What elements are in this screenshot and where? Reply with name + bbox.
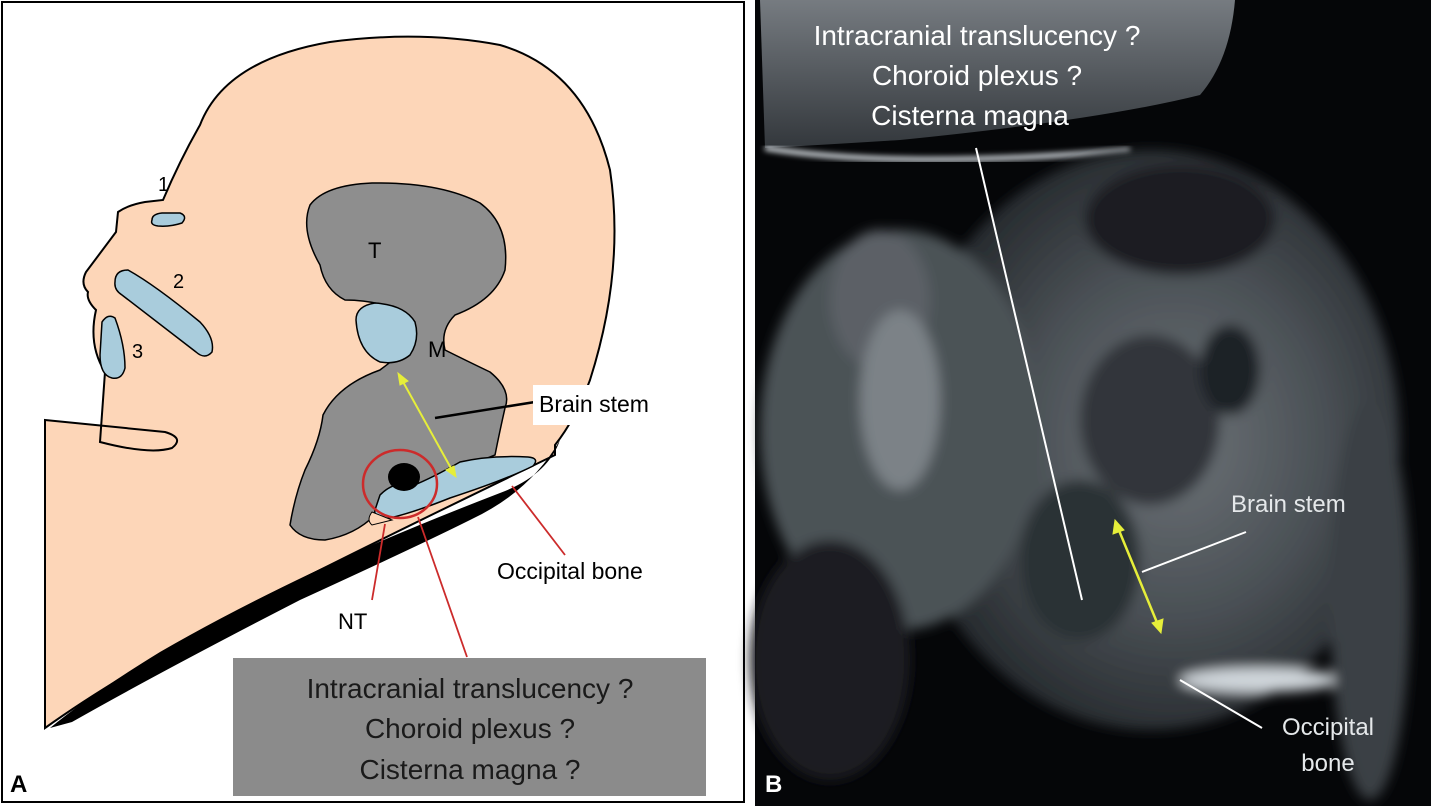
question-box xyxy=(233,658,706,796)
ultrasound-fetal-head xyxy=(750,150,1410,800)
ultrasound-bright-line xyxy=(764,145,1131,162)
ultrasound-upper-band xyxy=(760,0,1235,148)
intracranial-translucency-dot xyxy=(388,463,420,491)
us-question-line-3: Cisterna magna xyxy=(871,100,1069,131)
panel-a: 1 2 3 T M Brain stem Occipital bone NT I… xyxy=(1,1,745,803)
mandible-shape xyxy=(99,315,126,380)
question-line-1: Intracranial translucency ? xyxy=(307,673,634,704)
brain-stem-label: Brain stem xyxy=(539,391,649,417)
brain-stem-leader xyxy=(434,400,536,420)
nt-leader xyxy=(371,523,386,601)
nasal-bone-shape xyxy=(150,212,186,227)
label-3: 3 xyxy=(132,341,143,363)
us-brain-stem-label: Brain stem xyxy=(1231,491,1346,518)
question-line-2: Choroid plexus ? xyxy=(365,713,575,744)
ultrasound-occipital-leader xyxy=(1179,679,1263,729)
us-question-line-2: Choroid plexus ? xyxy=(872,60,1082,91)
label-t: T xyxy=(368,238,381,263)
label-1: 1 xyxy=(158,174,169,196)
nt-label: NT xyxy=(338,609,367,634)
occipital-bone-label: Occipital bone xyxy=(497,558,643,584)
question-leader xyxy=(417,516,468,658)
label-2: 2 xyxy=(173,271,184,293)
occipital-leader xyxy=(511,485,566,556)
us-occipital-label-2: bone xyxy=(1301,750,1354,777)
ultrasound-brain-stem-leader xyxy=(1141,531,1247,573)
ventricle-fluid xyxy=(355,302,418,364)
brain-stem-label-bg xyxy=(533,385,681,425)
label-m: M xyxy=(428,337,446,362)
panel-b-label: B xyxy=(765,771,782,798)
panel-a-label: A xyxy=(10,771,27,798)
ultrasound-question-leader xyxy=(975,147,1083,601)
panel-b: Intracranial translucency ? Choroid plex… xyxy=(750,0,1431,806)
us-occipital-label-1: Occipital xyxy=(1282,714,1374,741)
brain-stem-measure-arrow xyxy=(397,371,457,479)
occipital-bone-shape xyxy=(50,440,560,728)
maxilla-shape xyxy=(114,269,214,357)
highlight-circle xyxy=(361,448,439,520)
nt-notch xyxy=(368,511,394,526)
us-question-line-1: Intracranial translucency ? xyxy=(814,20,1141,51)
ultrasound-measure-arrow xyxy=(1112,518,1164,635)
question-line-3: Cisterna magna ? xyxy=(359,754,580,785)
